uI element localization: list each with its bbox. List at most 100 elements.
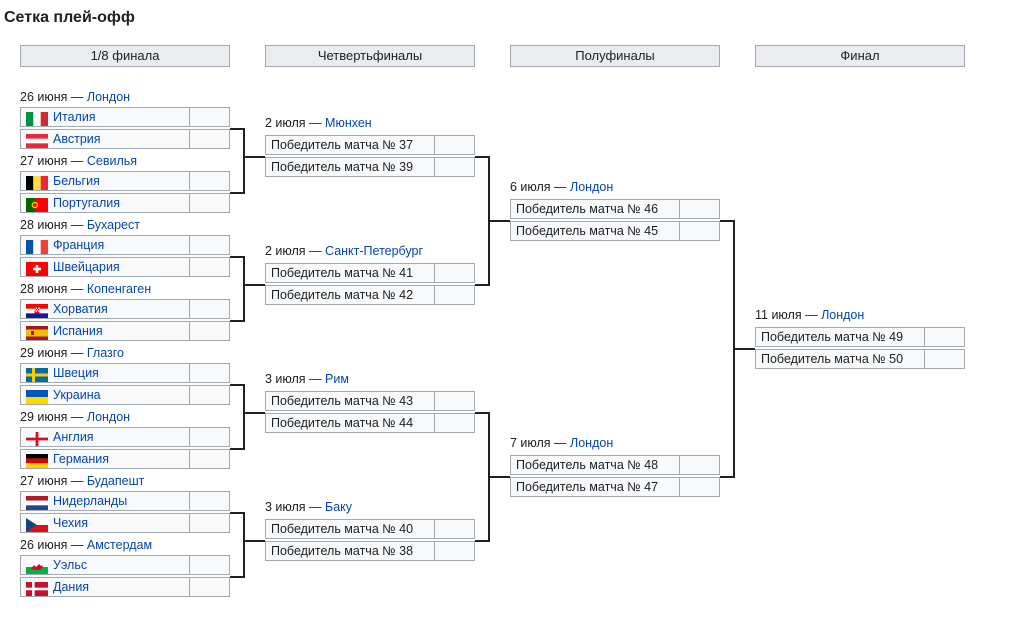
winner-placeholder: Победитель матча № 40 [271,522,414,536]
date-separator: — [67,410,87,424]
team-name-link[interactable]: Испания [53,324,103,338]
belgium-flag-icon [26,176,48,190]
venue-city-link[interactable]: Лондон [570,180,614,194]
croatia-flag-icon [26,304,48,318]
team-cell: Швеция [20,363,190,383]
date-separator: — [305,116,326,130]
winner-placeholder: Победитель матча № 48 [516,458,659,472]
team-cell: Дания [20,577,190,597]
date-separator: — [67,154,87,168]
team-cell: Победитель матча № 45 [510,221,680,241]
date-separator: — [550,180,571,194]
match-date-venue: 11 июля — Лондон [755,307,864,323]
winner-placeholder: Победитель матча № 44 [271,416,414,430]
venue-city-link[interactable]: Глазго [86,346,124,360]
match-date: 3 июля [265,372,306,386]
team-name-link[interactable]: Англия [53,430,94,444]
score-cell [680,221,720,241]
match-date-venue: 2 июля — Мюнхен [265,115,372,131]
match-date: 29 июня [20,346,68,360]
team-name-link[interactable]: Хорватия [53,302,108,316]
team-name-link[interactable]: Уэльс [53,558,88,572]
czechia-flag-icon [26,518,48,532]
wales-flag-icon [26,560,48,574]
france-flag-icon [26,240,48,254]
team-cell: Победитель матча № 40 [265,519,435,539]
match-date: 2 июля [265,116,306,130]
date-separator: — [67,218,87,232]
venue-city-link[interactable]: Севилья [86,154,138,168]
match-date-venue: 29 июня — Глазго [20,345,124,361]
score-cell [190,235,230,255]
score-cell [680,199,720,219]
venue-city-link[interactable]: Будапешт [86,474,145,488]
venue-city-link[interactable]: Амстердам [86,538,153,552]
venue-city-link[interactable]: Мюнхен [325,116,372,130]
team-name-link[interactable]: Бельгия [53,174,100,188]
venue-city-link[interactable]: Бухарест [86,218,140,232]
sweden-flag-icon [26,368,48,382]
team-name-link[interactable]: Австрия [53,132,101,146]
score-cell [190,321,230,341]
match-date: 26 июня [20,90,68,104]
venue-city-link[interactable]: Санкт-Петербург [325,244,424,258]
denmark-flag-icon [26,582,48,596]
score-cell [680,455,720,475]
score-cell [435,157,475,177]
team-name-link[interactable]: Франция [53,238,105,252]
team-name-link[interactable]: Нидерланды [53,494,128,508]
venue-city-link[interactable]: Баку [325,500,353,514]
team-cell: Победитель матча № 46 [510,199,680,219]
team-name-link[interactable]: Германия [53,452,110,466]
match-date: 7 июля [510,436,551,450]
winner-placeholder: Победитель матча № 39 [271,160,414,174]
date-separator: — [67,346,87,360]
team-name-link[interactable]: Италия [53,110,96,124]
venue-city-link[interactable]: Лондон [570,436,614,450]
match-date: 28 июня [20,218,68,232]
score-cell [435,135,475,155]
match-date: 6 июля [510,180,551,194]
bracket-connector [230,256,265,322]
page-title: Сетка плей-офф [4,9,135,26]
ukraine-flag-icon [26,390,48,404]
winner-placeholder: Победитель матча № 43 [271,394,414,408]
bracket-connector [230,384,265,450]
round-header: Четвертьфиналы [265,45,475,67]
bracket-connector [230,128,265,194]
match-date-venue: 3 июля — Баку [265,499,352,515]
team-cell: Германия [20,449,190,469]
match-date-venue: 2 июля — Санкт-Петербург [265,243,423,259]
venue-city-link[interactable]: Копенгаген [86,282,152,296]
winner-placeholder: Победитель матча № 47 [516,480,659,494]
team-name-link[interactable]: Украина [53,388,101,402]
team-name-link[interactable]: Швеция [53,366,99,380]
team-cell: Бельгия [20,171,190,191]
match-date-venue: 6 июля — Лондон [510,179,613,195]
team-name-link[interactable]: Дания [53,580,90,594]
score-cell [190,107,230,127]
score-cell [190,427,230,447]
venue-city-link[interactable]: Лондон [821,308,865,322]
date-separator: — [67,282,87,296]
venue-city-link[interactable]: Лондон [86,410,131,424]
date-separator: — [67,90,87,104]
winner-placeholder: Победитель матча № 46 [516,202,659,216]
portugal-flag-icon [26,198,48,212]
italy-flag-icon [26,112,48,126]
score-cell [435,413,475,433]
venue-city-link[interactable]: Рим [325,372,349,386]
team-cell: Италия [20,107,190,127]
team-cell: Австрия [20,129,190,149]
team-cell: Победитель матча № 42 [265,285,435,305]
team-cell: Португалия [20,193,190,213]
venue-city-link[interactable]: Лондон [86,90,131,104]
match-date: 29 июня [20,410,68,424]
team-name-link[interactable]: Португалия [53,196,121,210]
date-separator: — [67,474,87,488]
team-name-link[interactable]: Чехия [53,516,89,530]
bracket-connector [720,220,755,478]
team-name-link[interactable]: Швейцария [53,260,120,274]
team-cell: Чехия [20,513,190,533]
